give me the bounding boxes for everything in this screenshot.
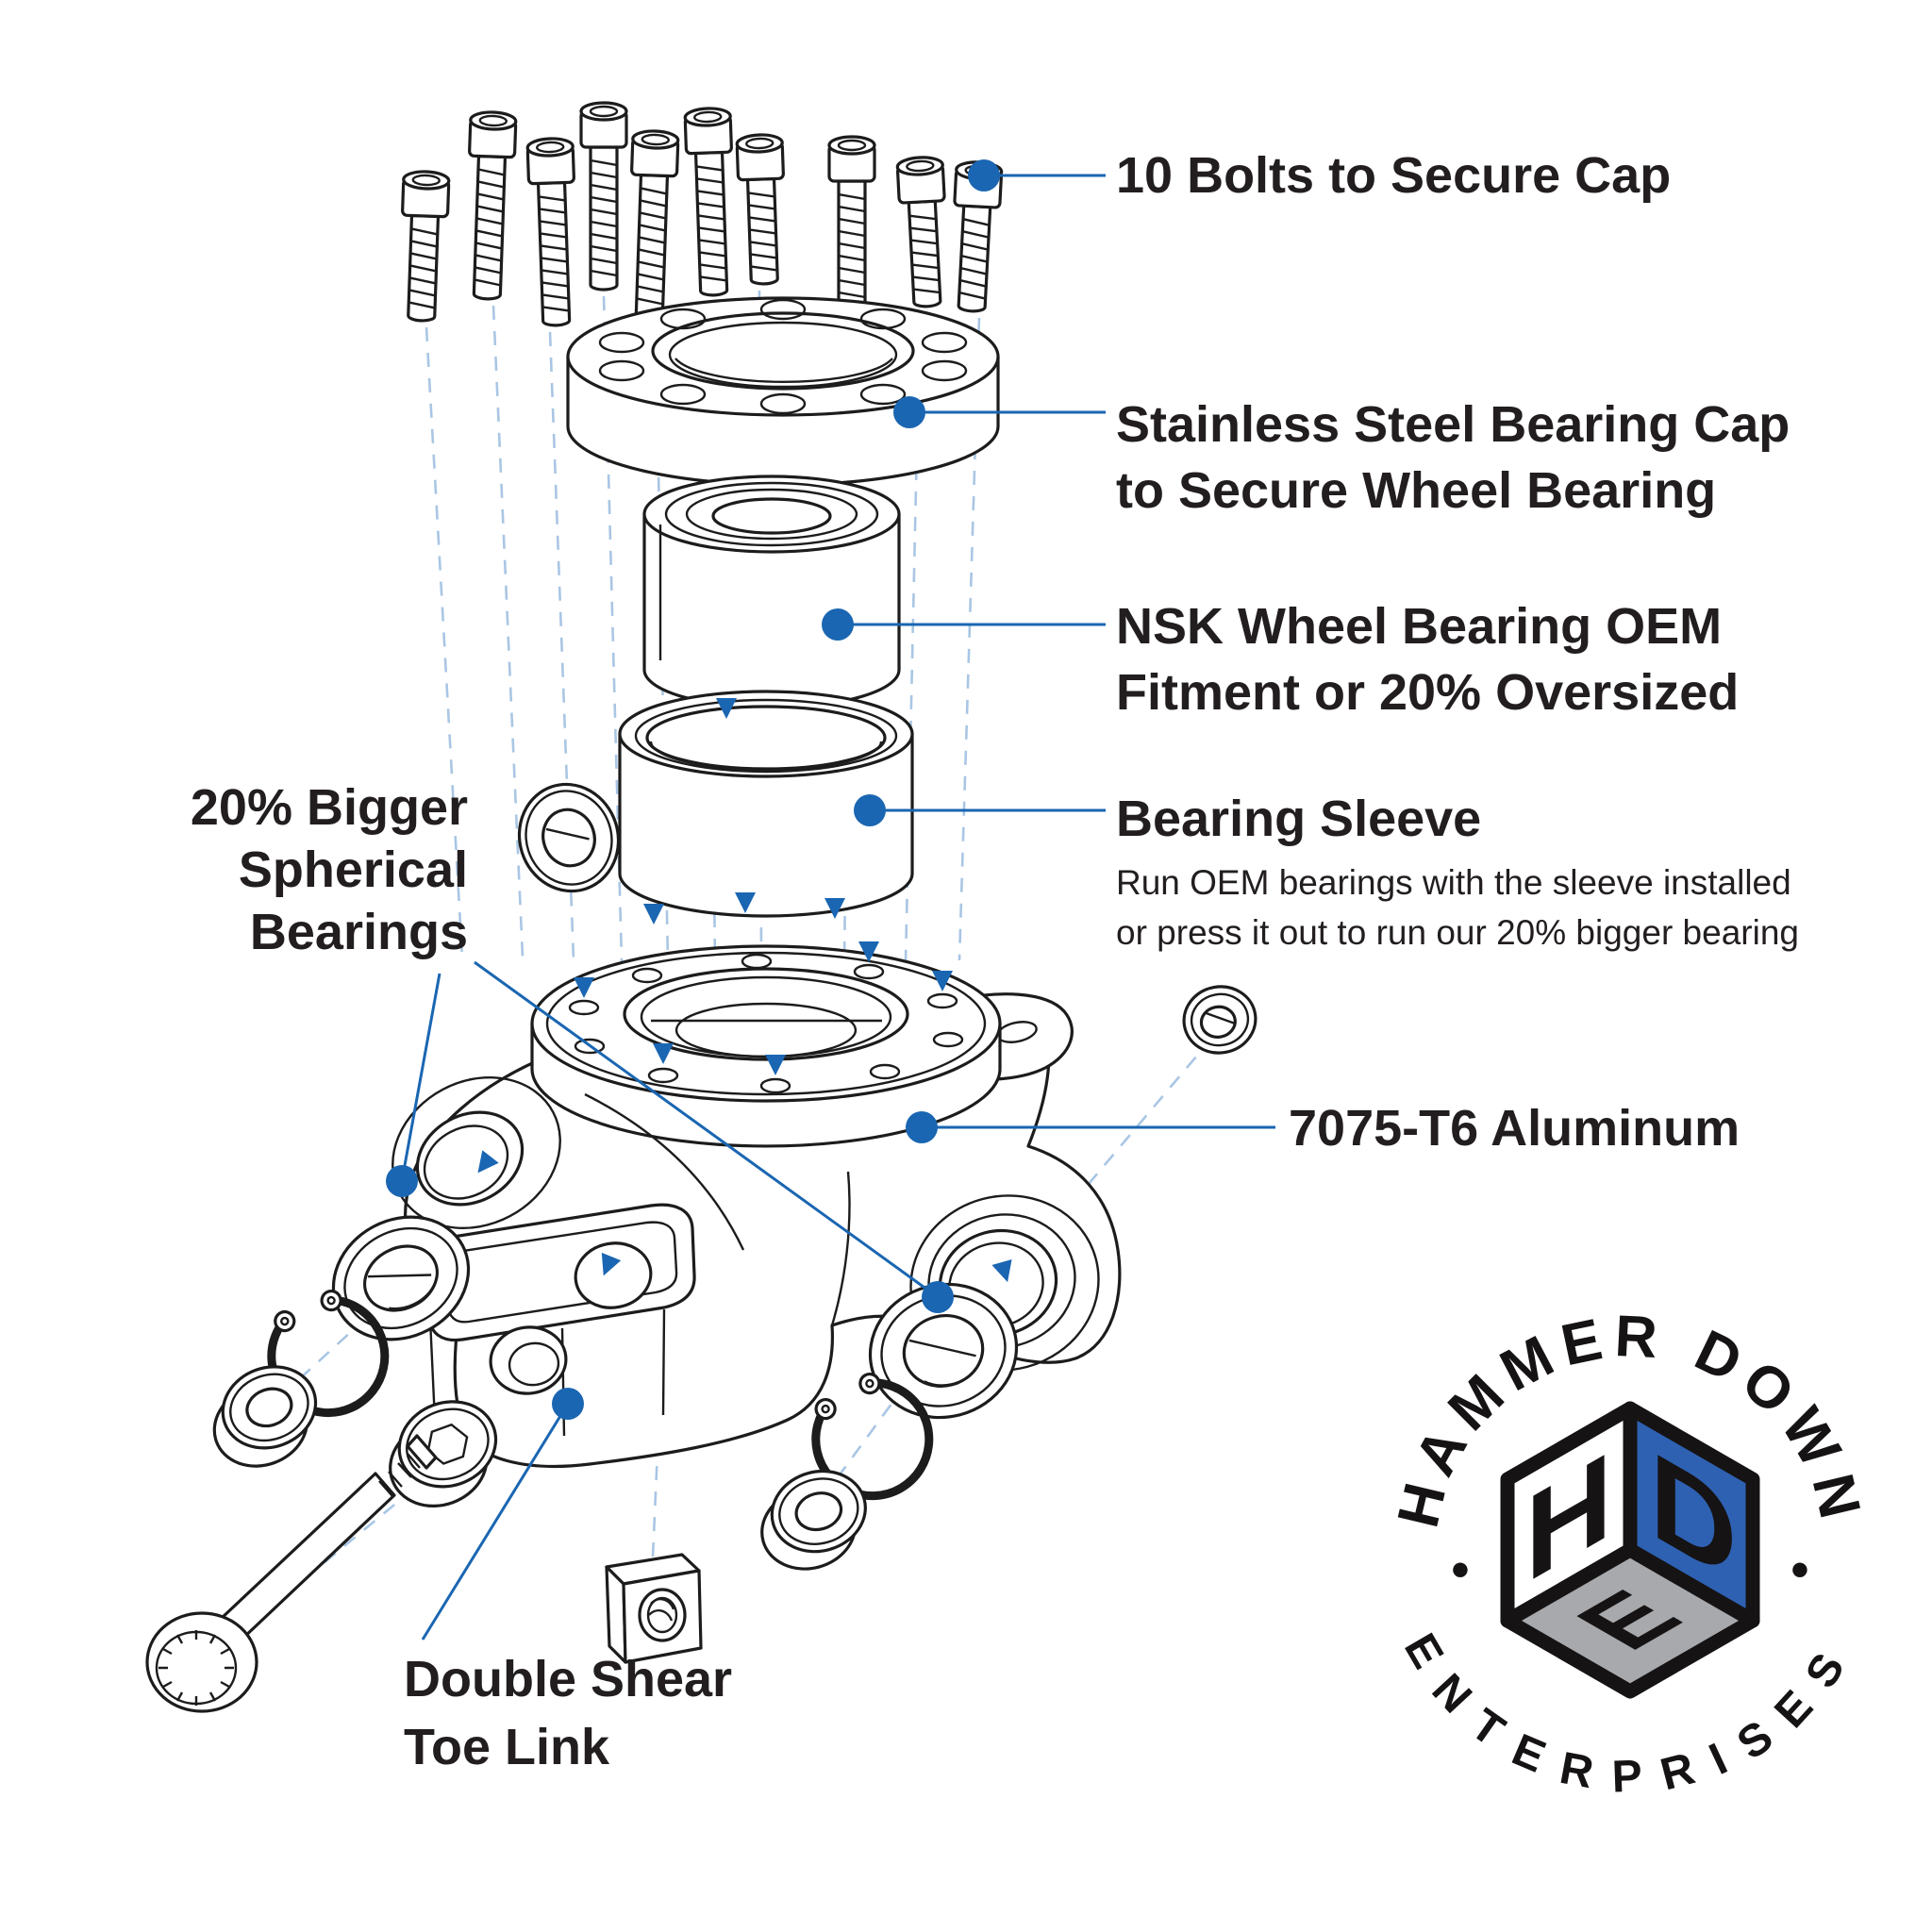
- callout-dot-spherical-left: [386, 1165, 418, 1197]
- right-end-cap: [747, 1458, 880, 1581]
- logo-cube: [1500, 1401, 1760, 1699]
- annotation-layer: [386, 159, 1275, 1641]
- hde-logo: HAMMER DOWN ENTERPRISES • • H D E: [1386, 1304, 1866, 1803]
- callout-dot-aluminum: [906, 1111, 938, 1143]
- callout-dot-cap: [893, 396, 925, 428]
- callout-dot-toelink: [552, 1388, 584, 1420]
- cap-bolt: [579, 101, 628, 291]
- label-bolts: 10 Bolts to Secure Cap: [1116, 147, 1671, 204]
- label-cap-line2: to Secure Wheel Bearing: [1116, 462, 1716, 519]
- label-sleeve-sub2: or press it out to run our 20% bigger be…: [1116, 913, 1799, 952]
- label-nsk-line1: NSK Wheel Bearing OEM: [1116, 598, 1722, 655]
- knuckle-body: [391, 944, 1122, 1468]
- bearing-sleeve: [618, 690, 914, 918]
- cap-bolt: [397, 169, 451, 324]
- left-spherical-bearing: [331, 1215, 471, 1341]
- small-spherical-bearing: [517, 782, 621, 893]
- callout-dot-bolts: [968, 159, 1000, 192]
- label-aluminum: 7075-T6 Aluminum: [1289, 1100, 1740, 1157]
- label-sleeve-sub1: Run OEM bearings with the sleeve install…: [1116, 863, 1791, 902]
- cap-bolt: [735, 132, 789, 287]
- upper-right-bearing: [1182, 985, 1257, 1055]
- toe-link-square-nut: [605, 1553, 703, 1664]
- cap-bolt: [525, 136, 581, 328]
- toe-link-bolt: [145, 1434, 438, 1713]
- labels-layer: 10 Bolts to Secure Cap Stainless Steel B…: [191, 147, 1799, 1775]
- cap-bolt: [462, 109, 518, 302]
- logo-cube-bottom-face: [1500, 1542, 1760, 1699]
- callout-dot-bearing: [822, 608, 854, 641]
- cap-bolt: [683, 106, 739, 298]
- cap-bolt: [827, 135, 876, 325]
- label-spherical-line1: 20% Bigger: [191, 779, 468, 836]
- label-spherical-line3: Bearings: [250, 904, 468, 960]
- label-nsk-line2: Fitment or 20% Oversized: [1116, 664, 1739, 721]
- leader-lines: [400, 174, 1275, 1641]
- wheel-bearing: [642, 475, 901, 709]
- cap-bolt: [895, 155, 952, 309]
- label-toelink-line2: Toe Link: [404, 1719, 610, 1775]
- bearing-cap: [566, 296, 1000, 487]
- parts-layer: [145, 101, 1257, 1713]
- label-spherical-line2: Spherical: [239, 841, 468, 898]
- logo-bullet-left: •: [1452, 1541, 1470, 1598]
- callout-dot-sleeve: [854, 794, 886, 826]
- callout-dots: [386, 159, 1000, 1420]
- cap-bolt: [625, 128, 680, 321]
- label-cap-line1: Stainless Steel Bearing Cap: [1116, 396, 1790, 453]
- bolt-group: [397, 101, 1004, 328]
- label-sleeve-title: Bearing Sleeve: [1116, 791, 1481, 847]
- left-end-cap: [196, 1352, 334, 1481]
- label-toelink-line1: Double Shear: [404, 1651, 732, 1707]
- logo-bullet-right: •: [1791, 1541, 1809, 1598]
- right-spherical-bearing: [868, 1282, 1019, 1420]
- callout-dot-spherical-right: [922, 1281, 954, 1313]
